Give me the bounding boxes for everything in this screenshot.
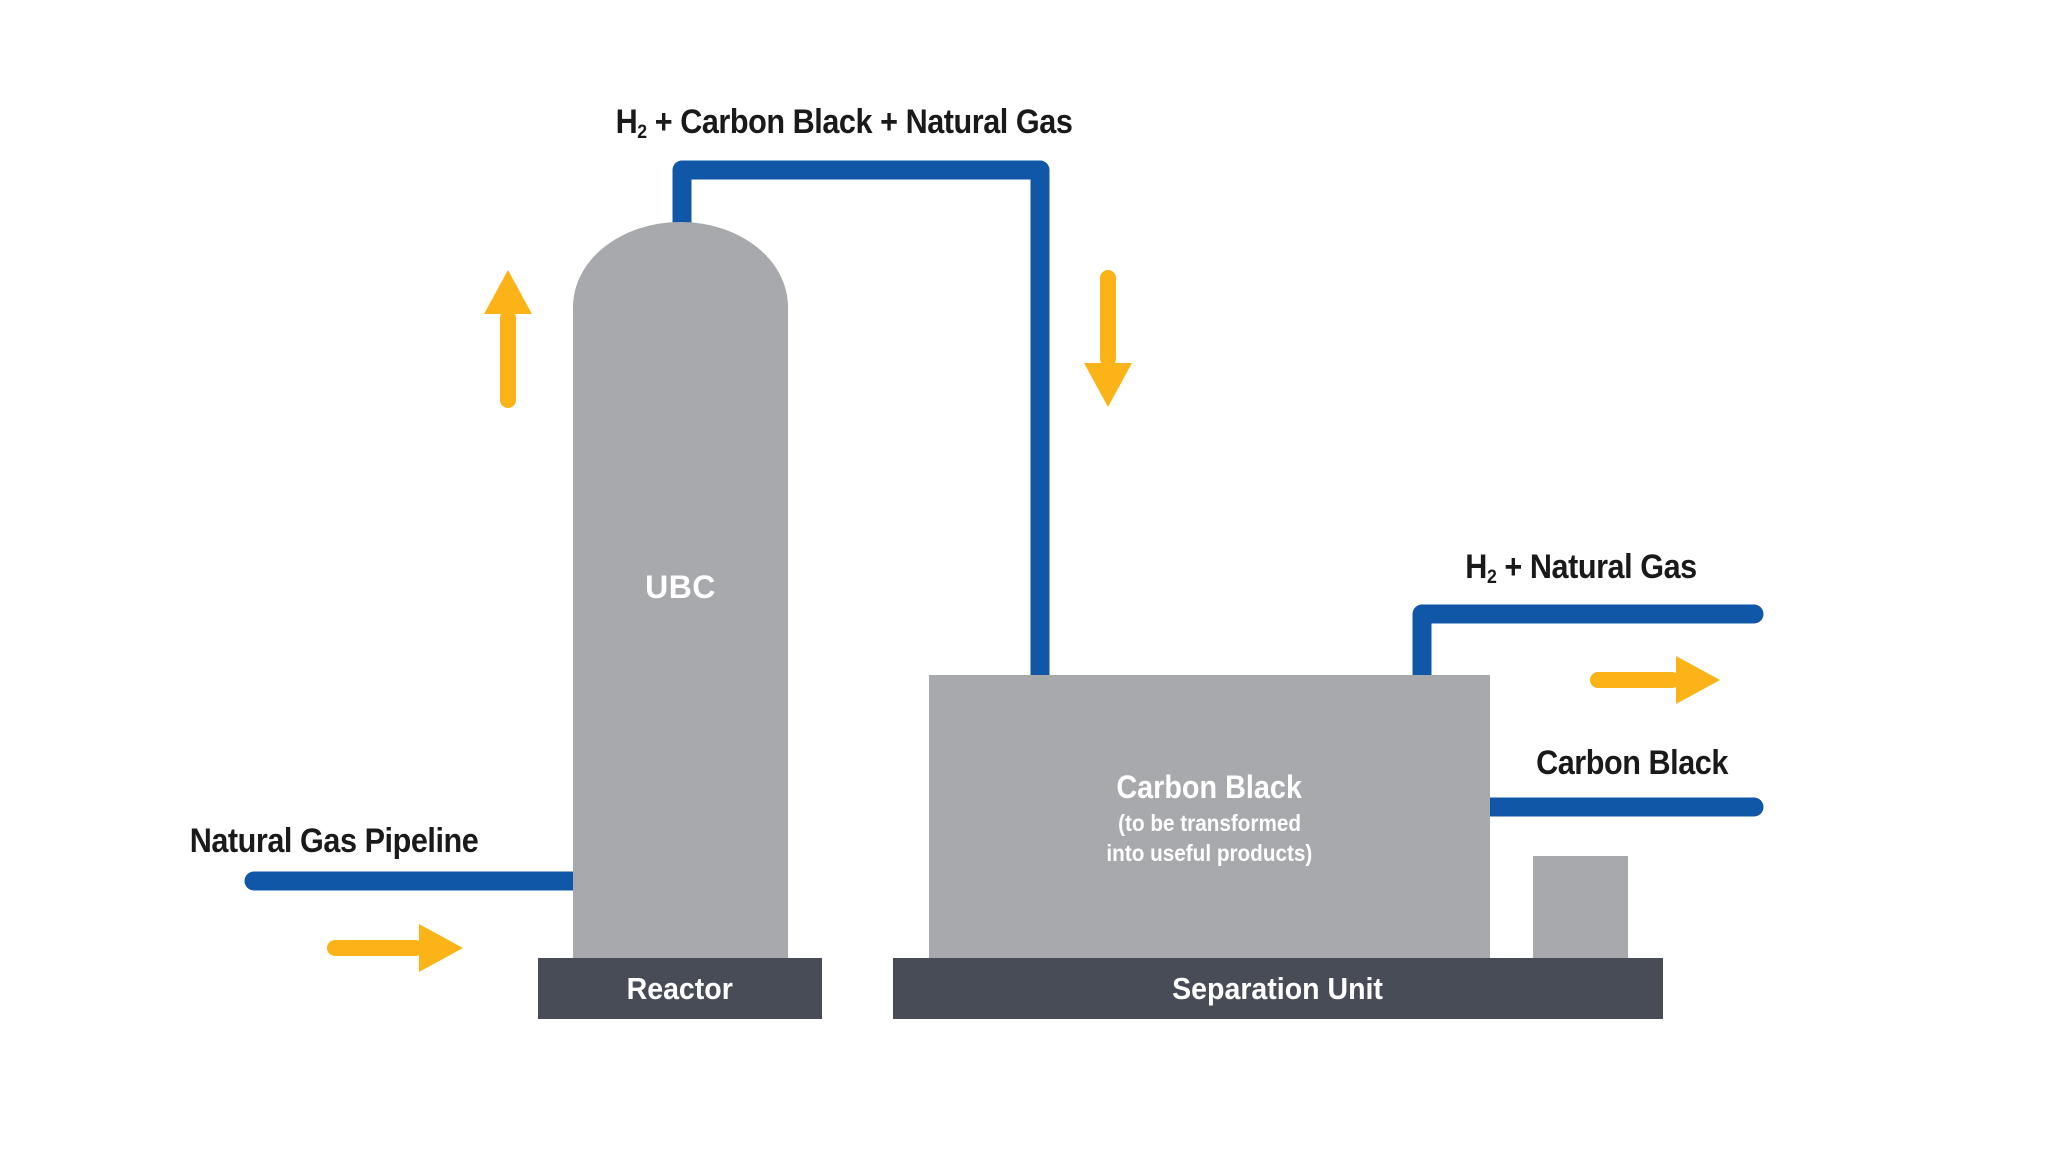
- arrow-shaft: [1590, 672, 1680, 688]
- separation-vessel-subtext-line2: into useful products): [1106, 839, 1313, 866]
- arrow-head: [419, 924, 463, 972]
- subscript: 2: [637, 120, 647, 143]
- arrow-head: [1676, 656, 1720, 704]
- natural-gas-pipeline-label-text: Natural Gas Pipeline: [189, 822, 479, 860]
- flow-arrow-right-outlet-icon: [1590, 656, 1720, 704]
- label-part: H: [1465, 548, 1487, 586]
- reactor-vessel-label: UBC: [645, 569, 716, 605]
- flow-arrow-down-icon: [1084, 270, 1132, 407]
- subscript: 2: [1486, 565, 1497, 588]
- reactor-base-label: Reactor: [626, 970, 734, 1006]
- carbon-black-output-label: Carbon Black: [1525, 741, 1738, 785]
- label-part: + Carbon Black + Natural Gas: [646, 103, 1073, 141]
- flow-arrow-up-icon: [484, 270, 532, 408]
- h2-natural-gas-label: H2 + Natural Gas: [1452, 545, 1709, 594]
- arrow-shaft: [1100, 270, 1116, 367]
- carbon-black-output-label-text: Carbon Black: [1536, 744, 1728, 782]
- separation-outlet-block: [1533, 856, 1628, 959]
- h2-natural-gas-label-text: H2 + Natural Gas: [1465, 545, 1697, 594]
- h2-natural-gas-pipe: [1412, 604, 1764, 695]
- reactor-vessel: UBC: [573, 222, 788, 958]
- arrow-shaft: [500, 310, 516, 408]
- top-stream-label: H2 + Carbon Black + Natural Gas: [590, 100, 1098, 149]
- label-part: + Natural Gas: [1496, 548, 1697, 586]
- reactor-base: Reactor: [538, 958, 822, 1019]
- separation-vessel: Carbon Black (to be transformed into use…: [929, 675, 1490, 958]
- separation-base: Separation Unit: [893, 958, 1663, 1019]
- reactor-outlet-pipe: [672, 160, 1050, 690]
- arrow-head: [1084, 363, 1132, 407]
- label-part: H: [615, 103, 638, 141]
- arrow-head: [484, 270, 532, 314]
- top-stream-label-text: H2 + Carbon Black + Natural Gas: [616, 100, 1073, 149]
- arrow-shaft: [327, 940, 423, 956]
- separation-vessel-title: Carbon Black: [1116, 768, 1303, 805]
- natural-gas-pipeline-label: Natural Gas Pipeline: [174, 819, 495, 863]
- separation-base-label: Separation Unit: [1172, 970, 1384, 1006]
- flow-arrow-right-inlet-icon: [327, 924, 463, 972]
- separation-vessel-subtext-line1: (to be transformed: [1118, 809, 1301, 836]
